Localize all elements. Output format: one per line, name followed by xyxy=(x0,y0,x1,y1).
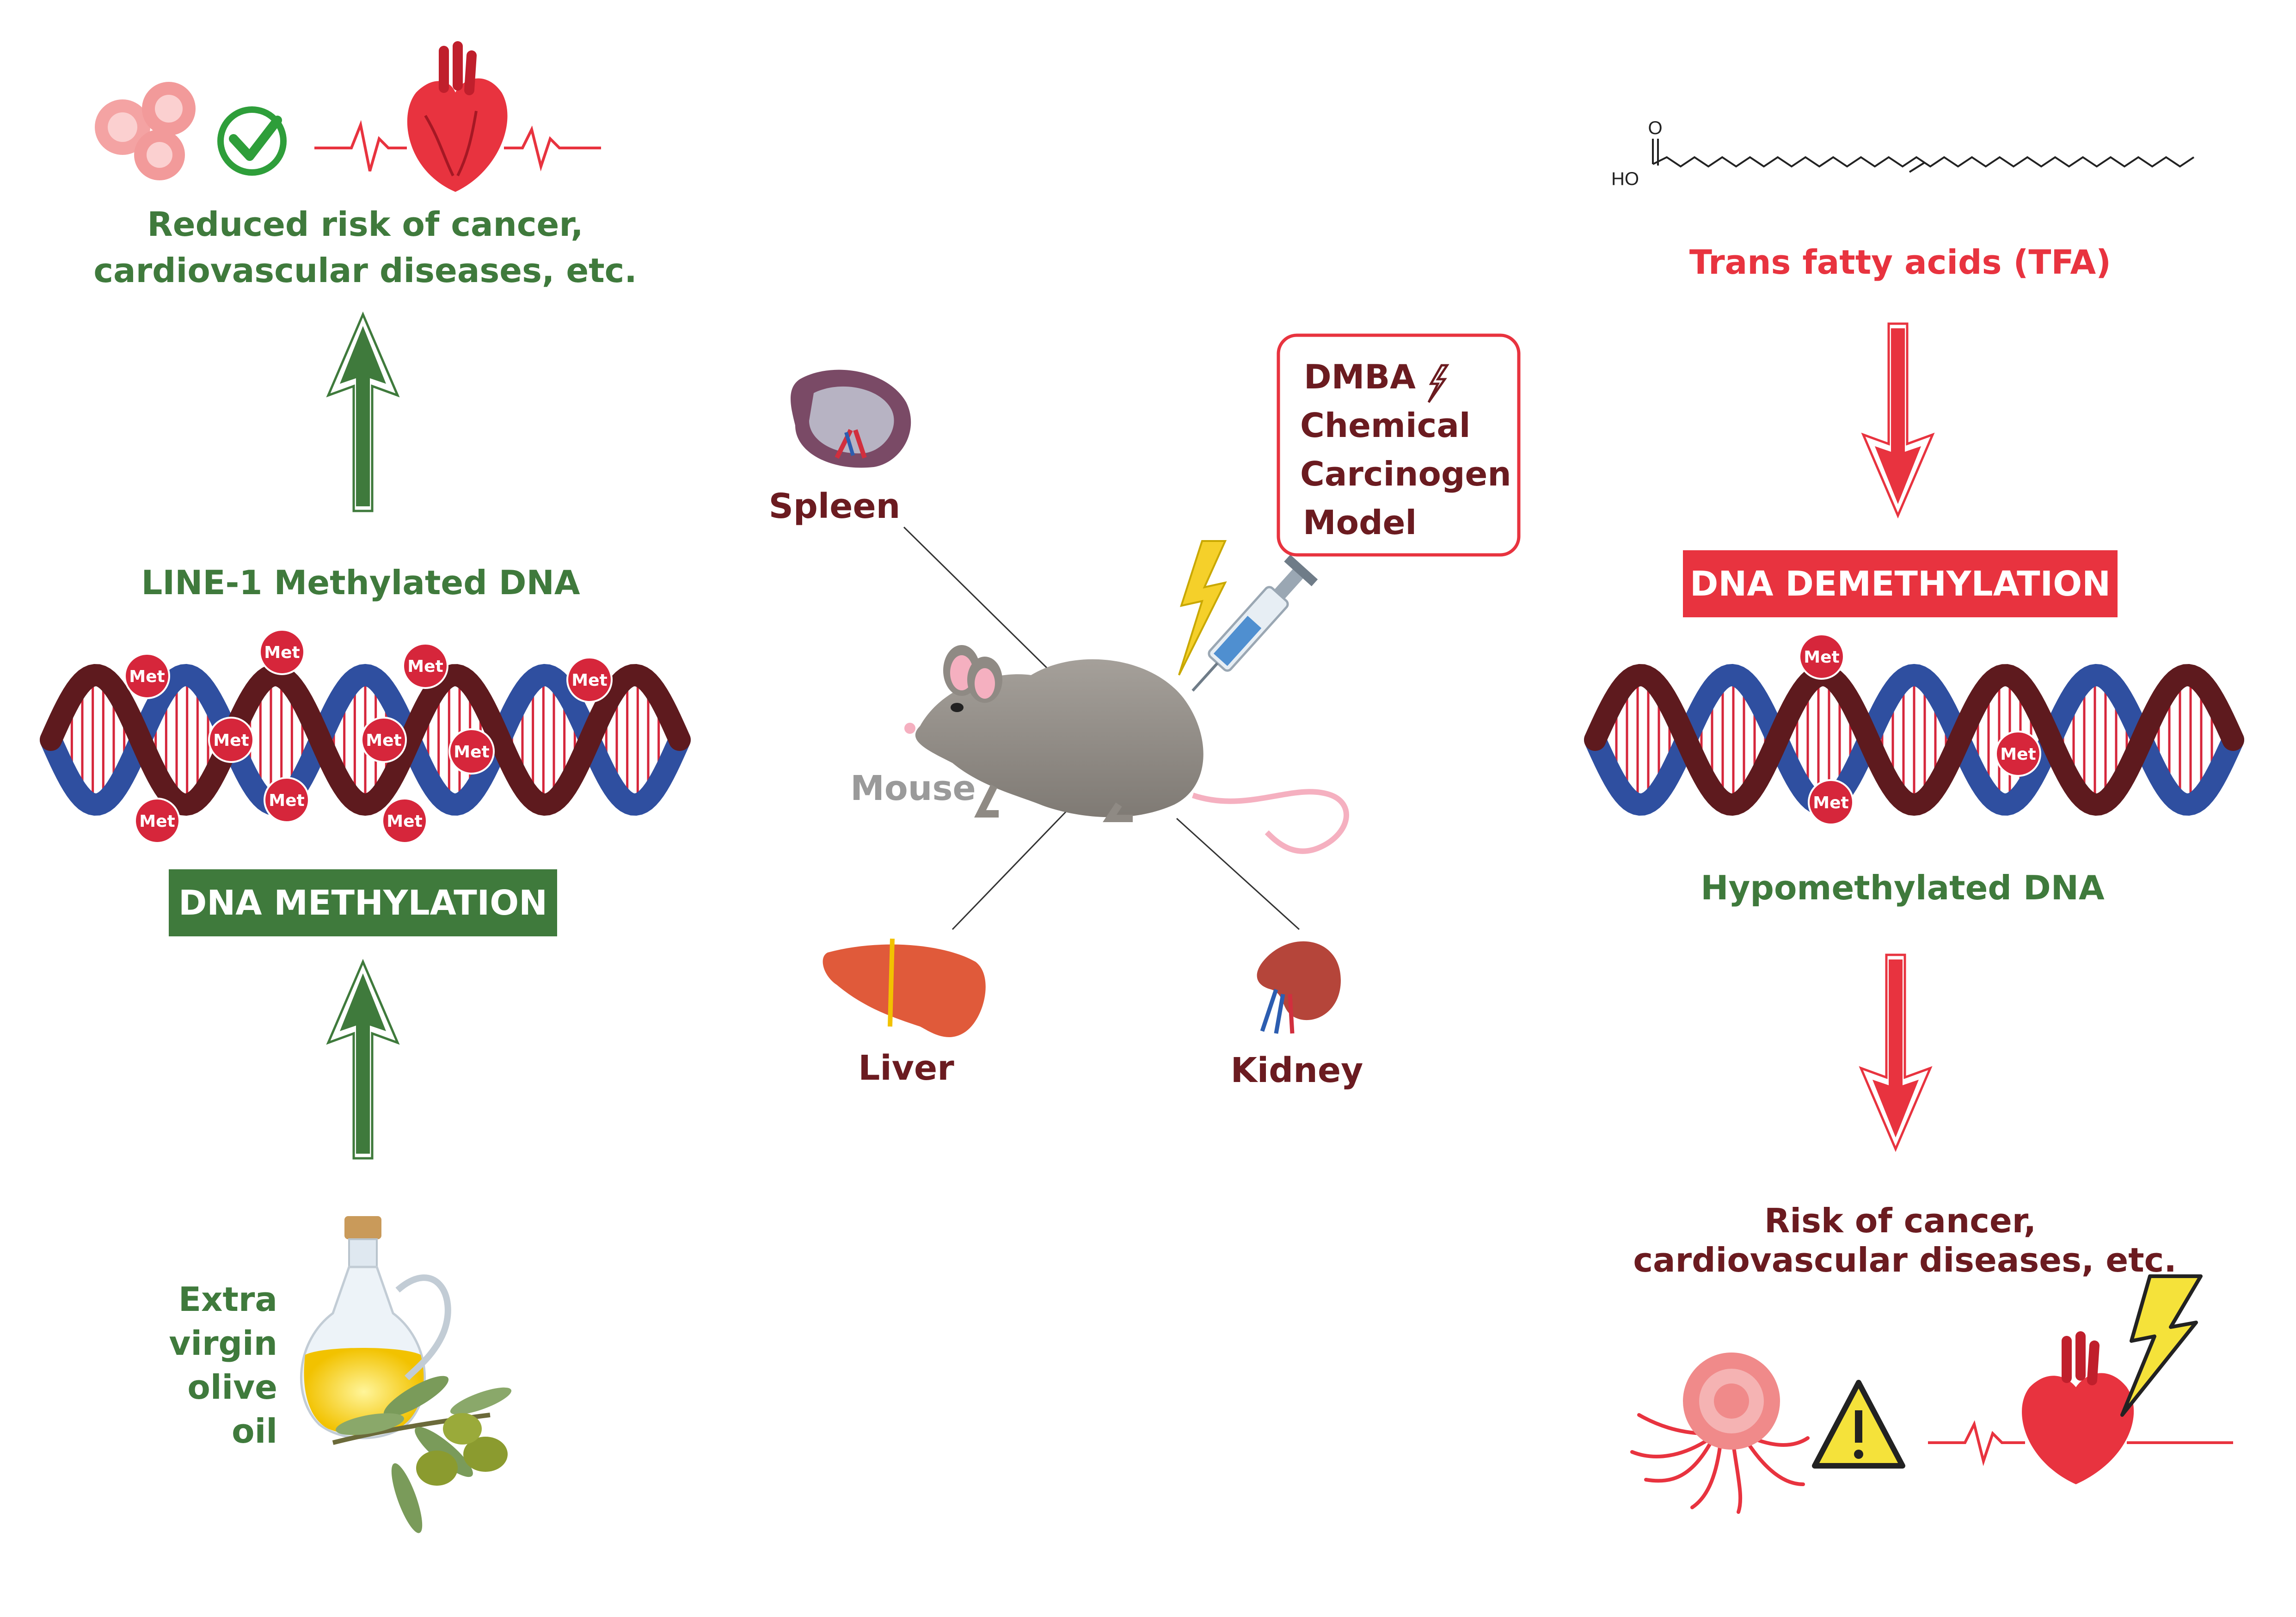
oil-label-line-2: virgin xyxy=(169,1324,277,1363)
met-marker xyxy=(124,653,170,699)
met-marker xyxy=(448,728,495,775)
dna-strand-blue xyxy=(1584,664,2244,816)
met-label: Met xyxy=(269,791,304,810)
dna-strand-blue xyxy=(40,664,691,816)
benefit-text-line-1: Reduced risk of cancer, xyxy=(147,205,583,244)
methylation-banner-box xyxy=(169,869,557,936)
model-line-4: Model xyxy=(1303,503,1417,542)
met-marker xyxy=(1808,779,1854,825)
spleen-icon xyxy=(791,369,911,468)
met-label: Met xyxy=(2000,745,2036,764)
met-marker xyxy=(1995,731,2041,777)
olive-branch-icon xyxy=(332,1376,512,1533)
dna-strand-maroon xyxy=(1584,664,2244,816)
methylation-banner-text: DNA METHYLATION xyxy=(178,883,547,923)
tumor-icon xyxy=(1630,1353,1810,1514)
heart-ecg-icon xyxy=(314,41,601,192)
met-marker xyxy=(259,629,305,675)
met-label: Met xyxy=(571,671,607,690)
liver-label: Liver xyxy=(858,1048,954,1088)
mouse-label: Mouse xyxy=(850,769,976,808)
checkmark-icon xyxy=(217,106,287,176)
met-label: Met xyxy=(264,643,300,662)
met-label: Met xyxy=(366,731,401,750)
spleen-label: Spleen xyxy=(769,486,901,526)
model-line-3: Carcinogen xyxy=(1300,455,1511,493)
warning-icon xyxy=(1812,1380,1905,1469)
model-box xyxy=(1277,333,1521,557)
dna-strand-maroon xyxy=(40,664,691,816)
met-label: Met xyxy=(129,667,165,686)
tfa-formula-ho: HO xyxy=(1611,169,1639,189)
oil-label-line-4: oil xyxy=(232,1412,277,1451)
organ-connector-lines xyxy=(903,526,1300,930)
heart-ecg-warning-icon xyxy=(1928,1331,2233,1484)
lightning-icon xyxy=(1178,540,1227,676)
mouse-icon xyxy=(904,645,1349,854)
olive-oil-bottle-icon xyxy=(300,1216,451,1439)
risk-text-line-2: cardiovascular diseases, etc. xyxy=(1633,1241,2176,1279)
met-label: Met xyxy=(1813,793,1848,812)
met-marker xyxy=(402,643,448,689)
benefit-text-line-2: cardiovascular diseases, etc. xyxy=(93,251,637,290)
tfa-formula-o: O xyxy=(1648,118,1662,138)
up-arrow-upper xyxy=(326,311,400,512)
met-marker xyxy=(134,798,180,844)
demethylation-banner-text: DNA DEMETHYLATION xyxy=(1690,564,2111,604)
syringe-icon xyxy=(1191,554,1318,692)
met-marker xyxy=(264,777,310,823)
met-marker xyxy=(361,717,407,763)
tfa-structure-formula xyxy=(1652,139,2195,173)
met-label: Met xyxy=(387,812,422,831)
model-line-1: DMBA xyxy=(1304,357,1416,396)
hazard-bolt-icon xyxy=(1427,364,1449,403)
met-marker xyxy=(208,717,254,763)
met-marker xyxy=(566,657,613,703)
risk-text-line-1: Risk of cancer, xyxy=(1764,1201,2036,1240)
hypomethylated-label: Hypomethylated DNA xyxy=(1701,868,2105,907)
met-label: Met xyxy=(407,657,443,676)
met-label: Met xyxy=(454,743,489,762)
up-arrow-lower xyxy=(326,959,400,1160)
met-label: Met xyxy=(139,812,175,831)
down-arrow-lower xyxy=(1859,953,1933,1152)
liver-icon xyxy=(823,938,986,1037)
met-marker xyxy=(381,798,428,844)
model-line-2: Chemical xyxy=(1300,406,1471,445)
kidney-label: Kidney xyxy=(1231,1051,1363,1090)
met-label: Met xyxy=(213,731,249,750)
kidney-icon xyxy=(1257,941,1341,1034)
demethylation-banner-box xyxy=(1683,550,2118,617)
met-marker xyxy=(1799,633,1845,680)
down-arrow-upper xyxy=(1861,322,1935,519)
oil-label-line-3: olive xyxy=(187,1368,277,1407)
lightning-warning-icon xyxy=(2120,1274,2203,1417)
oil-label-line-1: Extra xyxy=(178,1280,277,1319)
cancer-cells-icon xyxy=(95,82,196,180)
methylated-dna-label: LINE-1 Methylated DNA xyxy=(141,563,580,602)
met-label: Met xyxy=(1804,648,1839,667)
tfa-label: Trans fatty acids (TFA) xyxy=(1689,243,2111,282)
